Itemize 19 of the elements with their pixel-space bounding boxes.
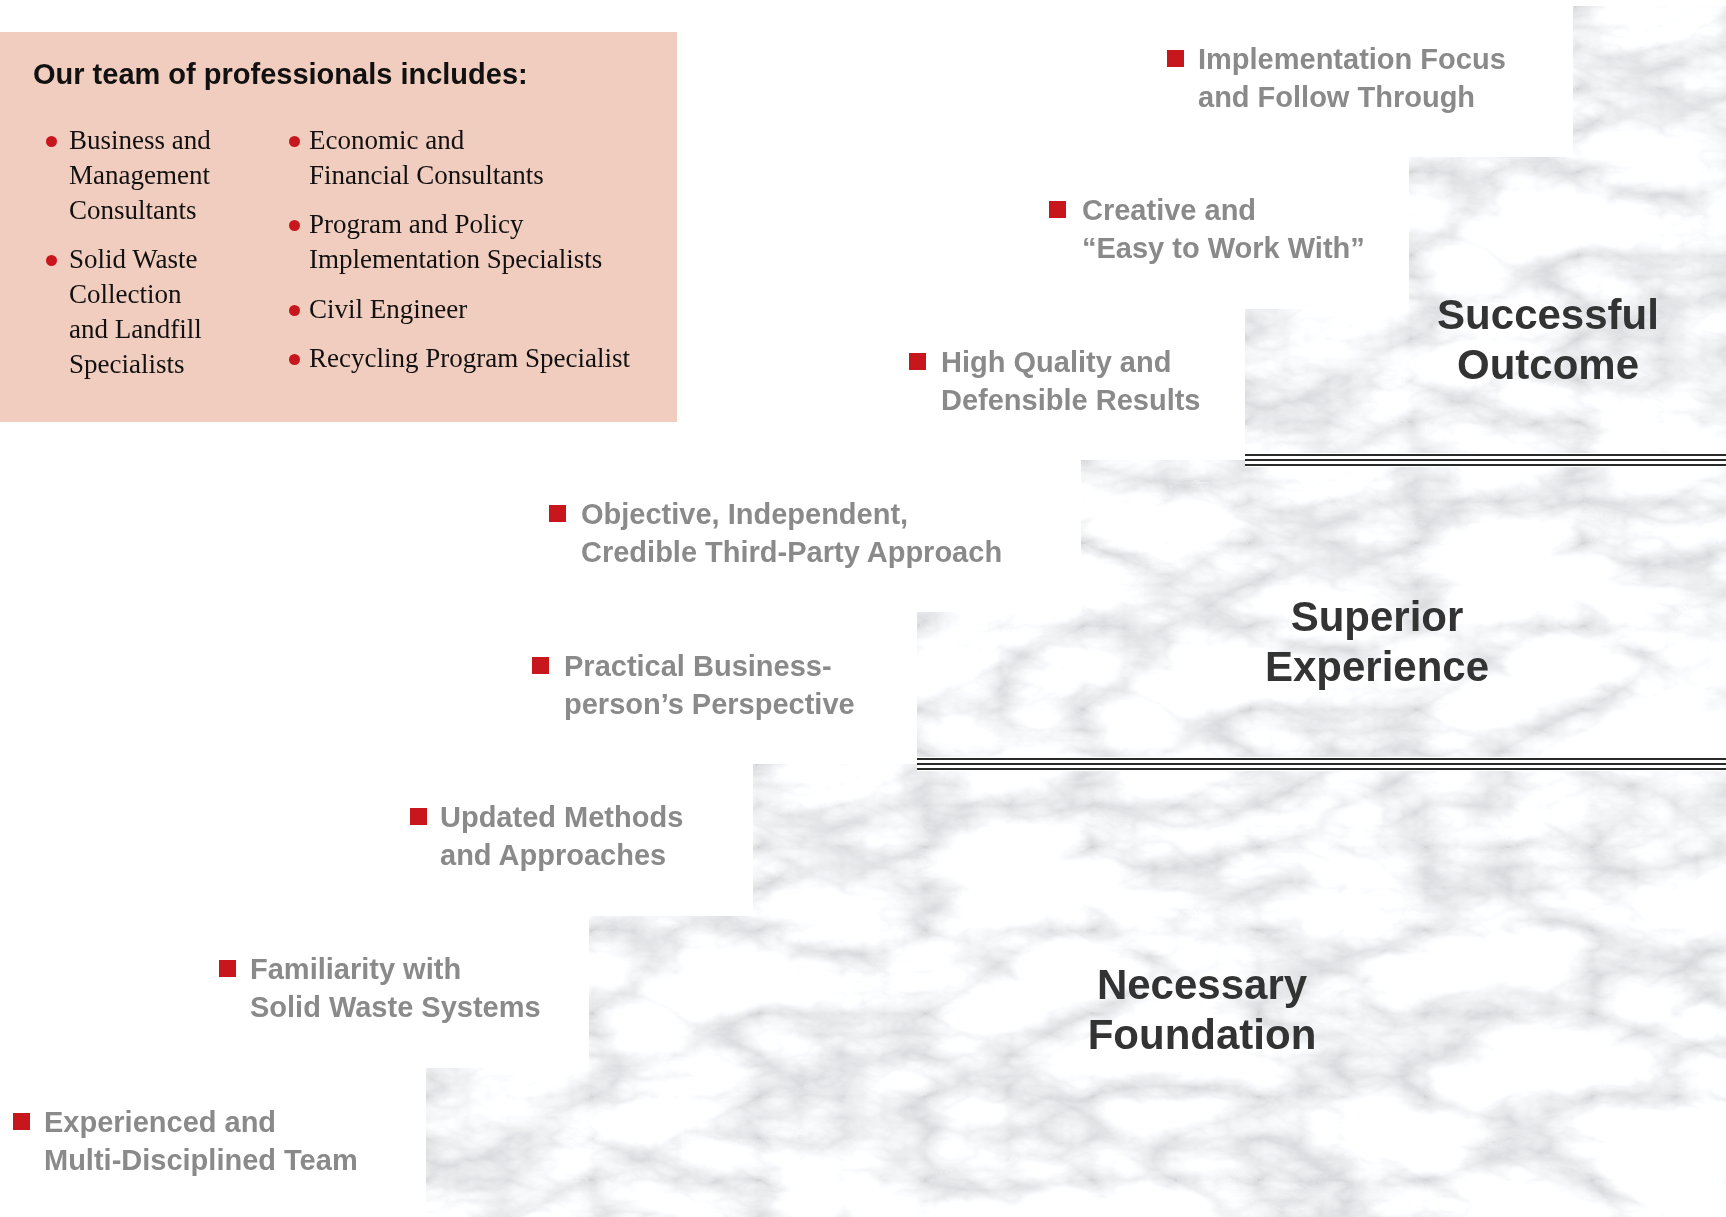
team-member-item: Civil Engineer [309, 293, 468, 326]
team-member-item: Economic and Financial Consultants [309, 124, 544, 192]
section-title: Superior Experience [1264, 592, 1490, 692]
team-panel [0, 32, 677, 422]
section-title: Successful Outcome [1437, 290, 1659, 390]
feature-label: Objective, Independent, Credible Third-Party Approach [581, 497, 1003, 570]
feature-label: High Quality and Defensible Results [941, 345, 1201, 418]
section-title: Necessary Foundation [1087, 960, 1317, 1060]
feature-label: Creative and “Easy to Work With” [1082, 193, 1365, 266]
team-member-item: Recycling Program Specialist [309, 342, 630, 375]
team-member-item: Program and Policy Implementation Specialists [309, 208, 603, 276]
feature-label: Experienced and Multi-Disciplined Team [44, 1105, 358, 1178]
team-member-item: Business and Management Consultants [69, 124, 211, 227]
panel-heading: Our team of professionals includes: [33, 58, 528, 91]
feature-label: Updated Methods and Approaches [440, 800, 684, 873]
feature-label: Implementation Focus and Follow Through [1198, 42, 1506, 115]
feature-label: Practical Business- person’s Perspective [564, 649, 855, 722]
team-member-item: Solid Waste Collection and Landfill Specialists [69, 243, 202, 381]
feature-label: Familiarity with Solid Waste Systems [250, 952, 541, 1025]
